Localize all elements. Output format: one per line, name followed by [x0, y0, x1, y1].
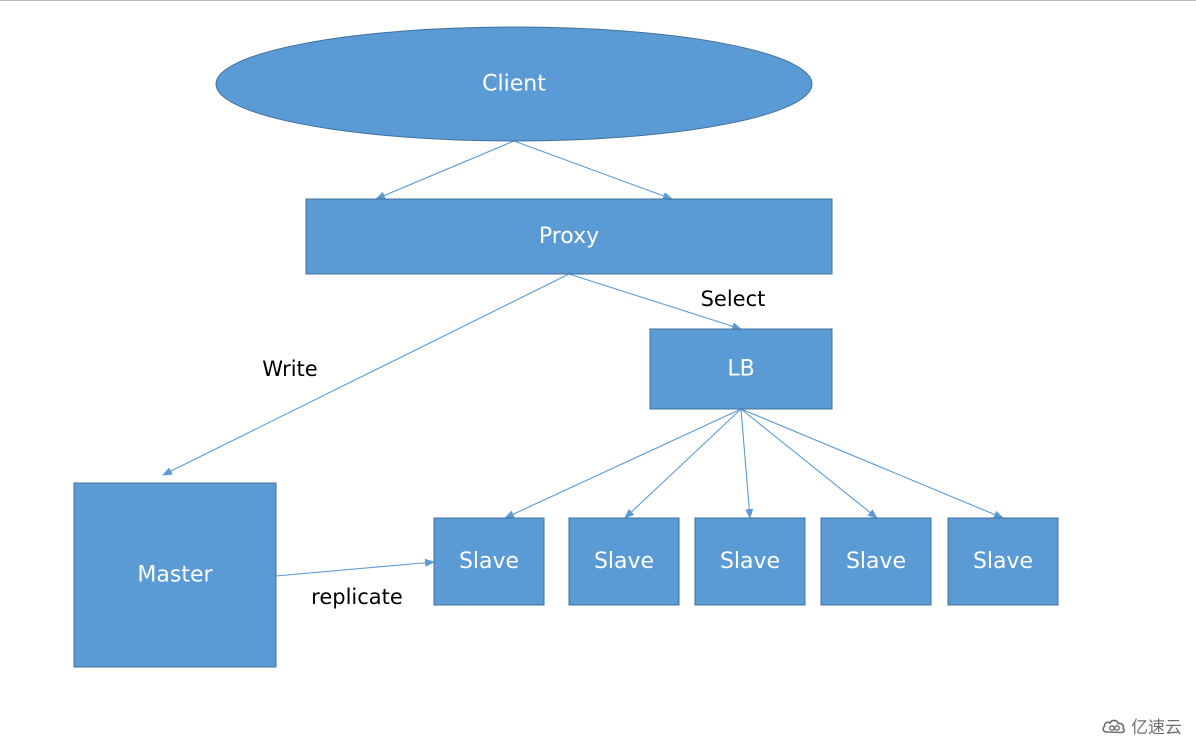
node-slave3: Slave — [694, 517, 806, 606]
watermark-text: 亿速云 — [1131, 718, 1182, 738]
node-proxy-label: Proxy — [539, 224, 599, 249]
node-slave5: Slave — [947, 517, 1059, 606]
top-border-line — [0, 0, 1196, 1]
edge-client-proxy-a — [375, 140, 515, 200]
node-slave2-label: Slave — [594, 549, 654, 574]
edge-master-slave1 — [275, 558, 435, 577]
edge-proxy-lb — [568, 273, 742, 331]
node-slave3-label: Slave — [720, 549, 780, 574]
edge-lb-slave5 — [740, 408, 1004, 519]
node-slave3-shape — [694, 517, 806, 606]
edge-proxy-master — [162, 273, 570, 476]
node-lb: LB — [649, 328, 833, 410]
node-slave4-label: Slave — [846, 549, 906, 574]
node-client: Client — [215, 26, 813, 142]
node-slave2: Slave — [568, 517, 680, 606]
node-client-label: Client — [482, 72, 546, 97]
node-lb-label: LB — [727, 357, 754, 382]
node-master-label: Master — [137, 563, 213, 588]
node-slave2-shape — [568, 517, 680, 606]
edge-label-proxy-master: Write — [262, 357, 317, 381]
edge-lb-slave2 — [624, 408, 742, 519]
watermark: 亿速云 — [1101, 713, 1182, 738]
node-slave5-label: Slave — [973, 549, 1033, 574]
node-slave1: Slave — [433, 517, 545, 606]
edge-lb-slave1 — [504, 408, 742, 519]
cloud-logo-icon — [1102, 719, 1126, 733]
node-slave1-label: Slave — [459, 549, 519, 574]
node-slave4-shape — [820, 517, 932, 606]
node-slave5-shape — [947, 517, 1059, 606]
node-master: Master — [73, 482, 277, 668]
node-proxy-shape — [305, 198, 833, 275]
edge-client-proxy-b — [513, 140, 673, 200]
edge-lb-slave4 — [740, 408, 878, 519]
node-master-shape — [73, 482, 277, 668]
edge-label-proxy-lb: Select — [701, 287, 766, 311]
node-slave4: Slave — [820, 517, 932, 606]
node-lb-shape — [649, 328, 833, 410]
edge-label-master-slave1: replicate — [311, 585, 403, 609]
node-client-shape — [215, 26, 813, 142]
node-slave1-shape — [433, 517, 545, 606]
edge-lb-slave3 — [740, 408, 754, 519]
node-proxy: Proxy — [305, 198, 833, 275]
